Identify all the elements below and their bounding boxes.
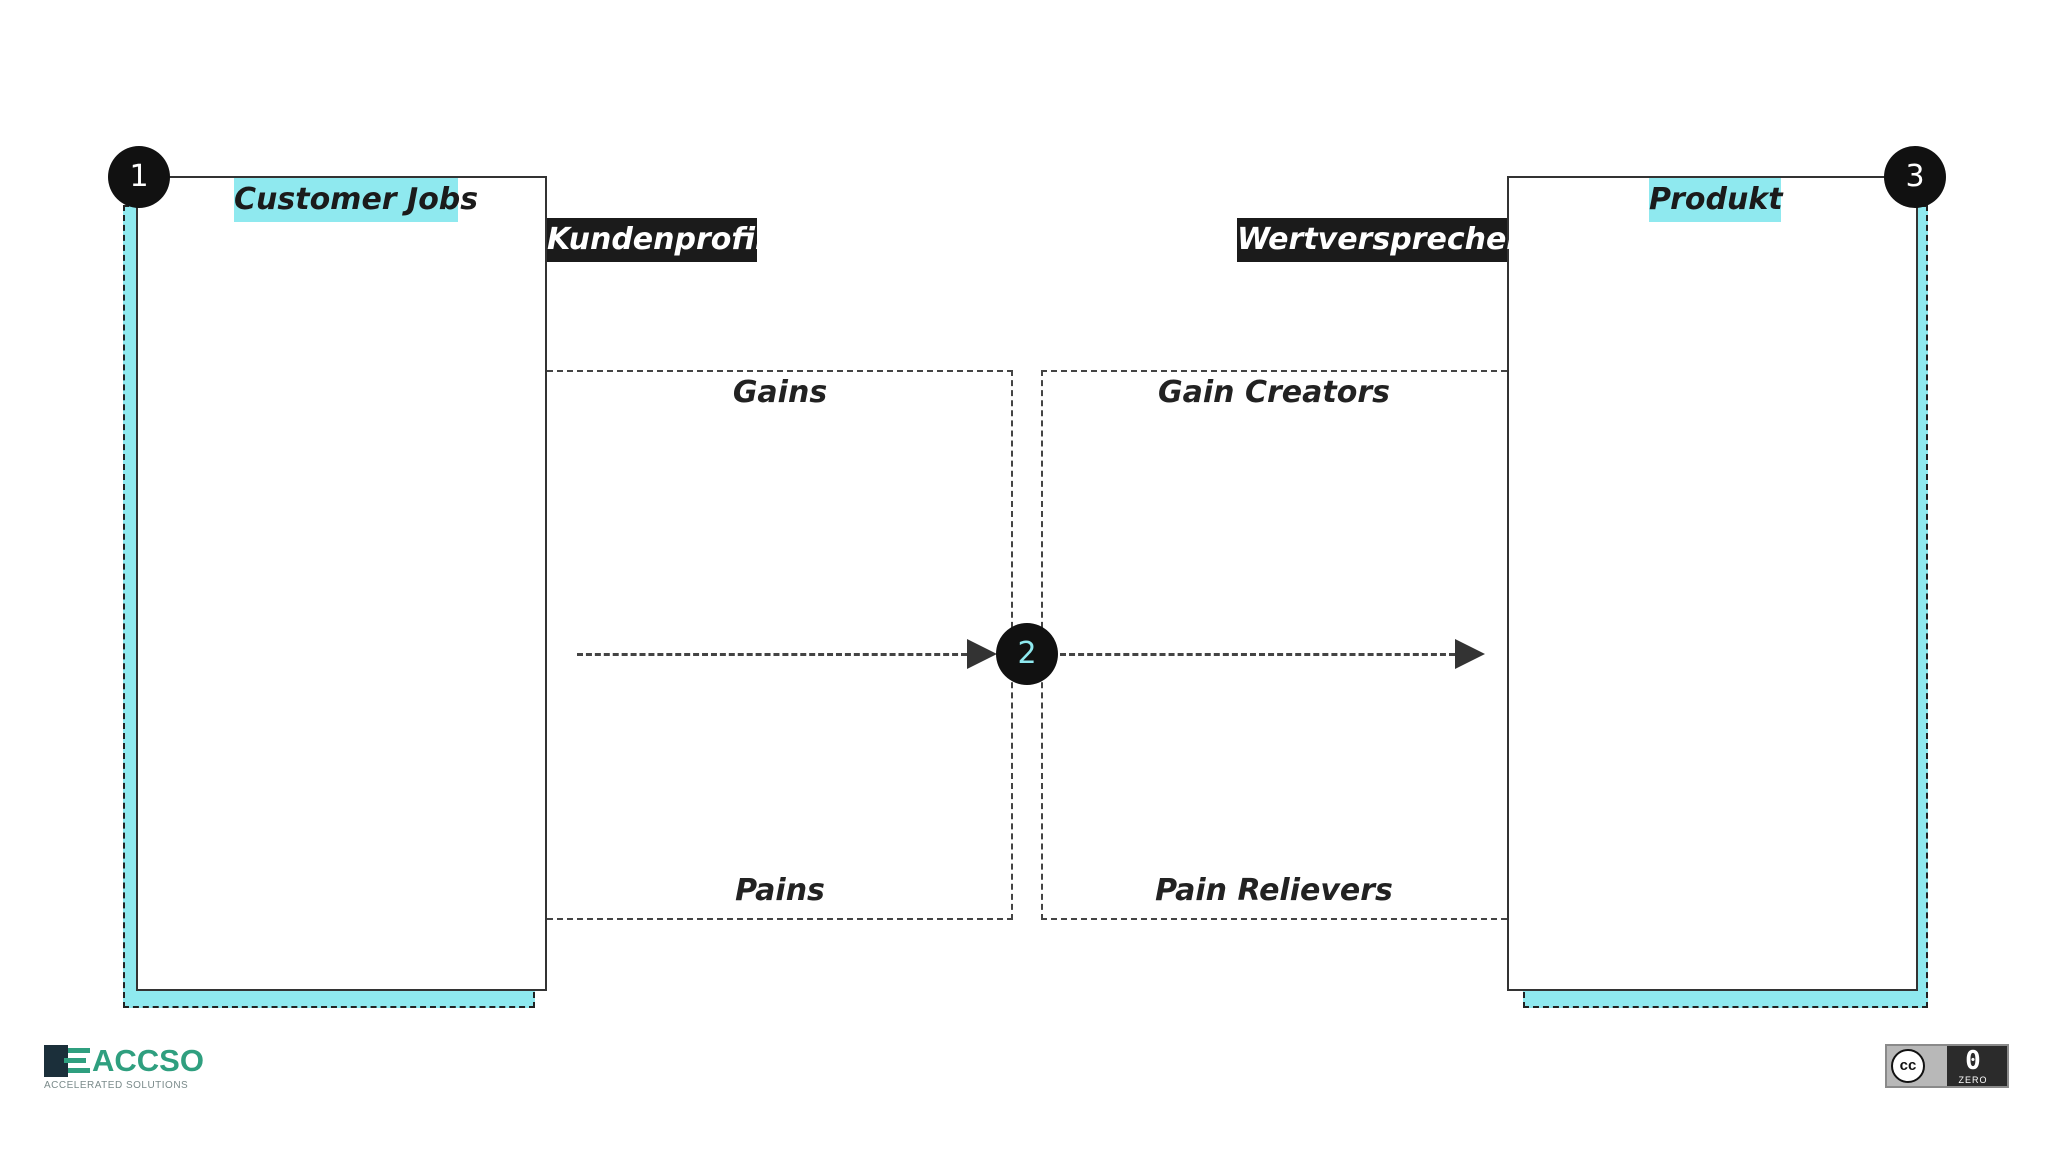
accso-logo: ACCSO ACCELERATED SOLUTIONS — [44, 1045, 204, 1093]
step-1-circle: 1 — [108, 146, 170, 208]
step-3-circle: 3 — [1884, 146, 1946, 208]
left-arrow-line — [577, 653, 967, 656]
product-box — [1507, 176, 1918, 991]
value-proposition-panel — [1041, 370, 1507, 920]
left-arrow-head — [967, 639, 997, 669]
customer-jobs-box — [136, 176, 547, 991]
accso-logo-name: ACCSO — [92, 1043, 204, 1078]
gain-creators-label: Gain Creators — [1158, 375, 1390, 410]
step-2-circle: 2 — [996, 623, 1058, 685]
customer-profile-panel — [547, 370, 1013, 920]
accso-logo-icon — [44, 1045, 90, 1077]
product-label: Produkt — [1649, 178, 1783, 222]
right-arrow-line — [1060, 653, 1455, 656]
customer-profile-tag: Kundenprofil — [547, 218, 765, 262]
value-proposition-tag: Wertversprechen — [1237, 218, 1528, 262]
pain-relievers-label: Pain Relievers — [1155, 873, 1393, 908]
gains-label: Gains — [732, 375, 828, 410]
accso-logo-tagline: ACCELERATED SOLUTIONS — [44, 1080, 189, 1091]
cc0-license-badge: cc 0 ZERO — [1885, 1044, 2009, 1088]
customer-jobs-label: Customer Jobs — [234, 178, 478, 222]
cc-zero-digit: 0 — [1965, 1046, 1981, 1076]
cc-icon: cc — [1891, 1049, 1925, 1083]
cc-zero-label: ZERO — [1958, 1075, 1988, 1085]
pains-label: Pains — [735, 873, 825, 908]
right-arrow-head — [1455, 639, 1485, 669]
